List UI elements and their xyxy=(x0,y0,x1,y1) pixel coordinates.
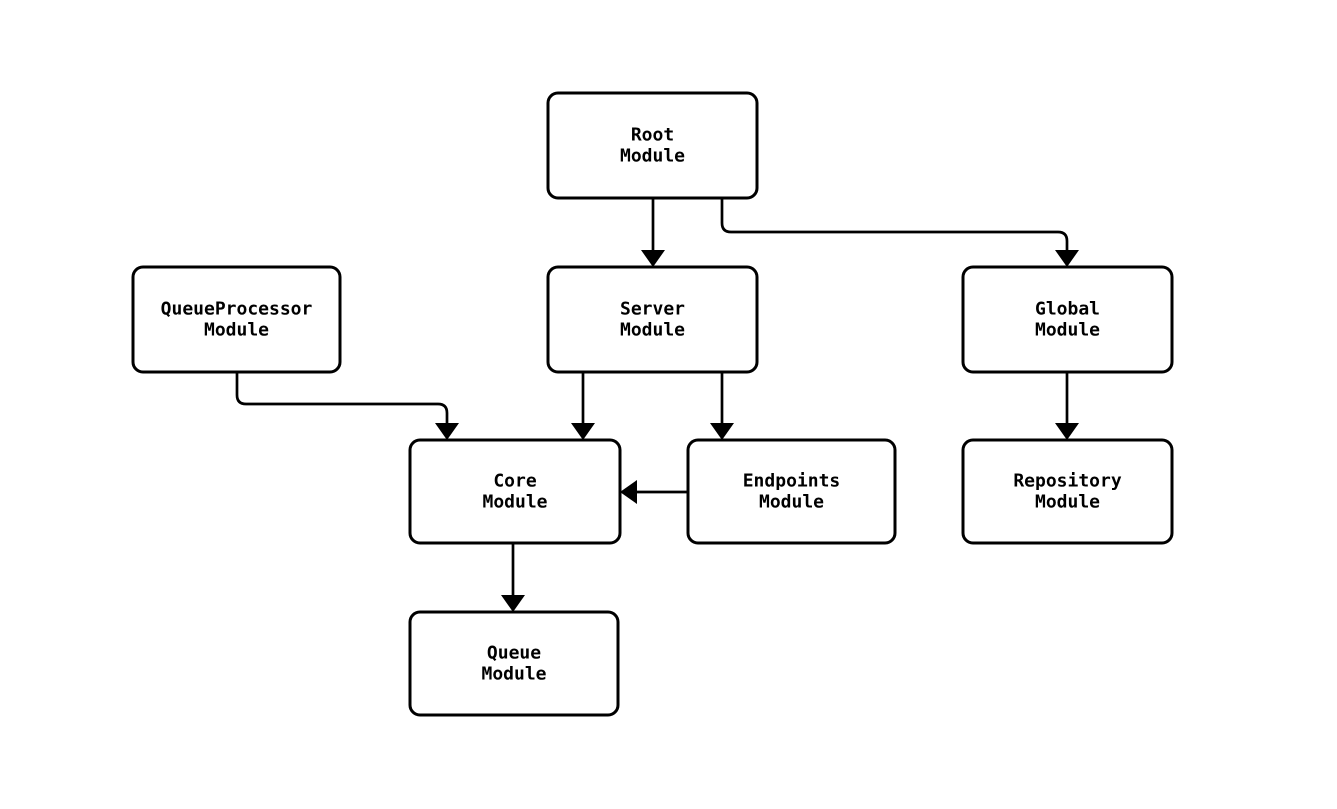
node-box-root-module xyxy=(546,91,759,200)
arrowhead-icon-queueprocessor-module-to-core-module xyxy=(435,423,459,440)
node-box-queue-module xyxy=(408,610,620,717)
arrowhead-icon-global-module-to-repository-module xyxy=(1055,423,1079,440)
edge-root-module-to-global-module xyxy=(720,198,1069,250)
node-box-global-module xyxy=(961,265,1174,374)
node-box-endpoints-module xyxy=(686,438,897,545)
edge-queueprocessor-module-to-core-module xyxy=(235,372,449,423)
node-box-server-module xyxy=(546,265,759,374)
arrowhead-icon-root-module-to-server-module xyxy=(641,250,665,267)
arrowhead-icon-server-module-to-core-module xyxy=(571,423,595,440)
arrowhead-icon-root-module-to-global-module xyxy=(1055,250,1079,267)
node-box-repository-module xyxy=(961,438,1174,545)
arrowhead-icon-server-module-to-endpoints-module xyxy=(710,423,734,440)
arrowhead-icon-endpoints-module-to-core-module xyxy=(620,480,637,504)
node-box-core-module xyxy=(408,438,622,545)
node-box-queueprocessor-module xyxy=(131,265,342,374)
arrowhead-icon-core-module-to-queue-module xyxy=(501,595,525,612)
